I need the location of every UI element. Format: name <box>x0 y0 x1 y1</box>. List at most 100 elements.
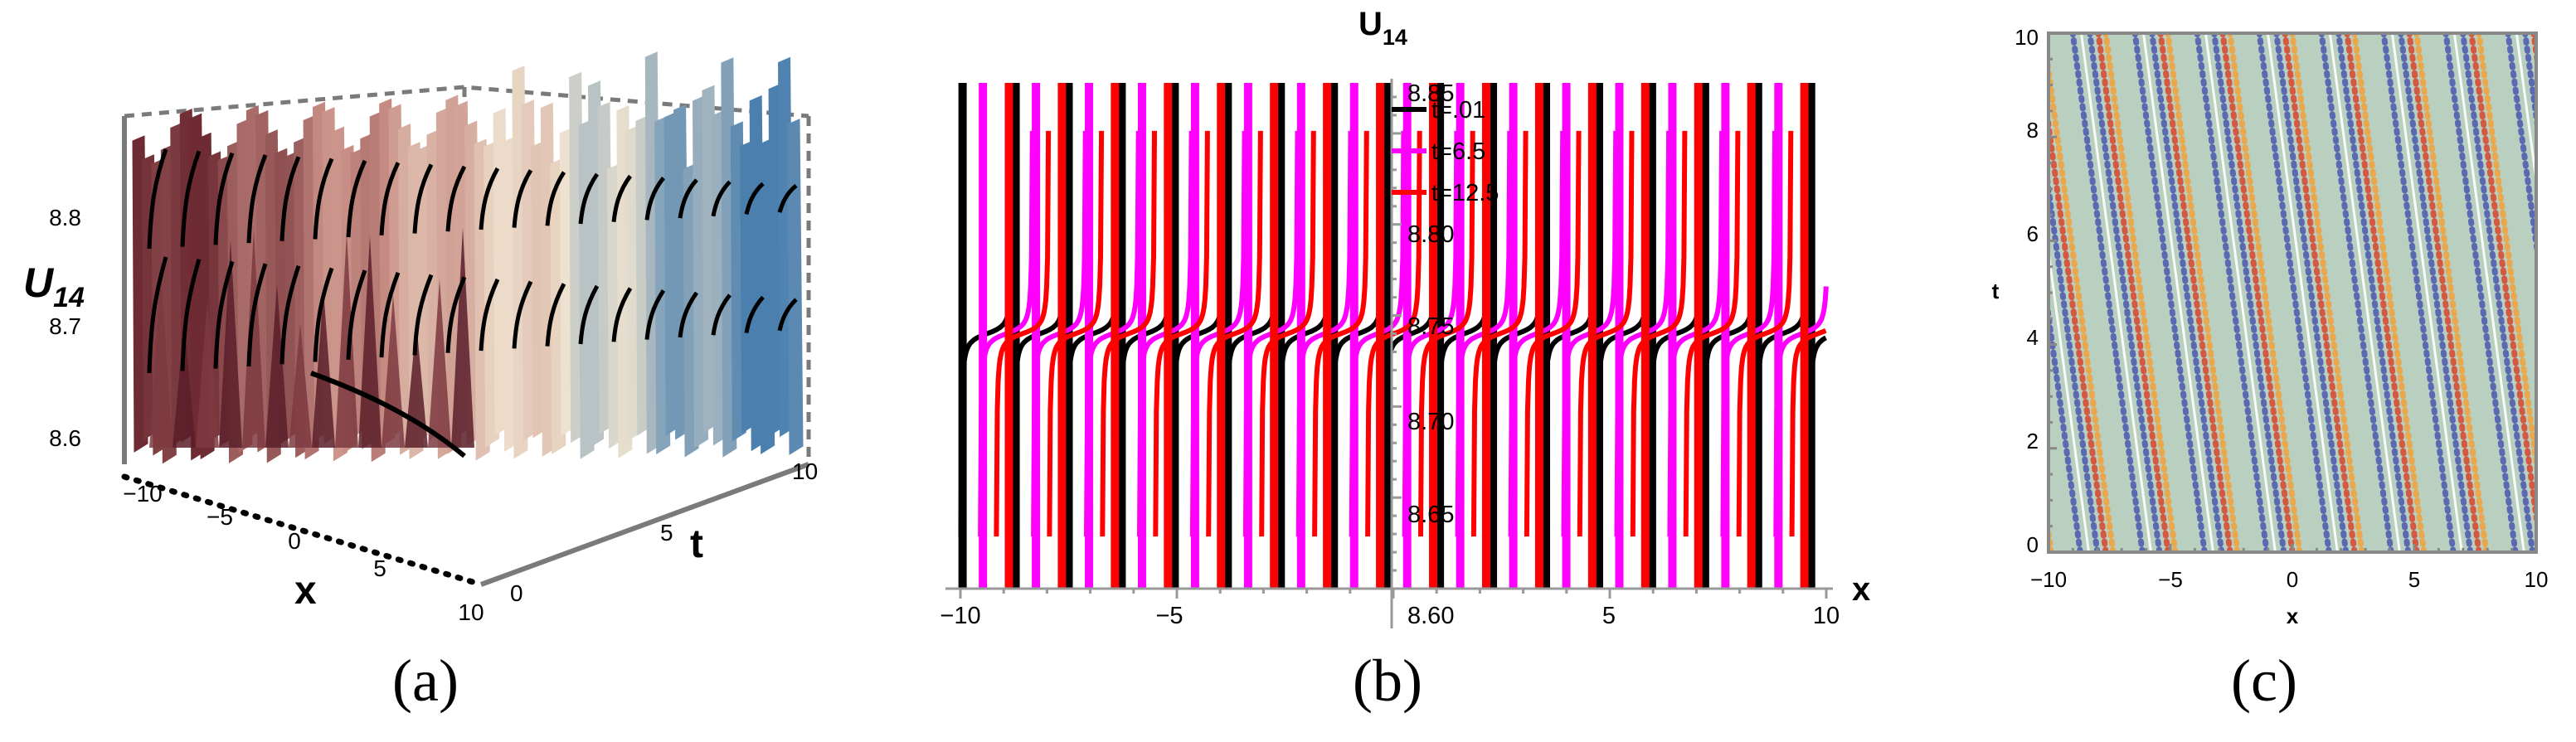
contour-curve <box>578 284 600 345</box>
x-tick-5: 5 <box>373 555 386 581</box>
stripe-dots <box>1966 33 1989 552</box>
stripe-dots <box>2149 33 2225 552</box>
contour-curve <box>246 154 268 244</box>
surface-spike <box>312 289 335 448</box>
contour-curve <box>611 287 633 342</box>
plot-background <box>2049 33 2536 552</box>
contour-curve <box>678 291 699 338</box>
contour-curve <box>279 264 301 365</box>
t-axis-label: t <box>690 522 703 566</box>
surface-stripes <box>132 51 804 464</box>
stripe-dots <box>2442 33 2519 552</box>
contour-curve <box>346 269 367 360</box>
stripe-dots <box>2335 33 2412 552</box>
panel-a-surface-plot: U14 8.8 8.7 8.6 −10 −5 0 5 10 x 0 5 10 t <box>23 51 818 625</box>
contour-curve <box>147 148 168 250</box>
stripe-line <box>2049 243 2090 552</box>
stripe-line <box>2204 33 2277 552</box>
contour-curve <box>711 180 731 217</box>
contour-curve <box>213 260 235 369</box>
stripe-dots <box>2406 33 2482 552</box>
contour-curve <box>313 158 334 240</box>
stripe-dots <box>2541 33 2563 552</box>
y-tick-6: 6 <box>2027 221 2039 246</box>
surface-spike <box>219 239 242 448</box>
y-axis-label: t <box>1992 279 2000 303</box>
stripe-dots <box>2282 33 2358 552</box>
stripe-line <box>2328 33 2401 552</box>
stripe-dots <box>2049 167 2101 552</box>
y-tick-8: 8 <box>2027 118 2039 143</box>
x-tick-5: 5 <box>1602 603 1616 629</box>
stripe-dots <box>2219 33 2296 552</box>
x-tick-neg10: −10 <box>123 481 163 507</box>
stripe-dots <box>2476 33 2536 483</box>
x-tick-0: 0 <box>288 528 301 554</box>
caption-c: (c) <box>2231 647 2297 714</box>
stripe-dots <box>2380 33 2457 552</box>
y-tick-2: 2 <box>2027 429 2039 453</box>
surface-spike <box>289 323 312 448</box>
stripe-dots <box>2095 33 2171 552</box>
stripe-line <box>2390 33 2463 552</box>
contour-curve <box>412 274 434 356</box>
y-tick-4: 4 <box>2027 325 2039 350</box>
contour-curve <box>578 172 600 225</box>
legend-item-t-6-5: t=6.5 <box>1392 138 1485 165</box>
caption-b: (b) <box>1353 647 1422 714</box>
x-tick-0: 0 <box>2287 567 2298 592</box>
contour-curve <box>412 163 434 234</box>
x-tick-neg5: −5 <box>2158 567 2183 592</box>
stripe-dots <box>2049 293 2083 552</box>
y-tick-10: 10 <box>2015 25 2039 50</box>
stripe-dots <box>2468 33 2536 538</box>
contour-curve <box>479 278 500 352</box>
surface-spike <box>149 274 173 448</box>
stripe-dots <box>1966 33 2035 552</box>
contour-curve <box>180 258 202 371</box>
stripe-dots <box>2505 33 2536 265</box>
stripe-dots <box>2049 103 2109 552</box>
stripe-dots <box>2530 33 2536 75</box>
contour-curve <box>246 263 268 367</box>
contour-curve <box>309 371 466 458</box>
x-axis-label: x <box>2287 604 2299 628</box>
line-series <box>958 83 1829 589</box>
stripe-dots <box>2157 33 2233 552</box>
stripe-dots <box>2351 33 2428 552</box>
surface-spike <box>451 227 474 448</box>
y-tick-8-80: 8.80 <box>1407 221 1454 248</box>
stripe-dots <box>2289 33 2365 552</box>
stripe-line <box>2079 33 2152 552</box>
z-tick-8-7: 8.7 <box>49 313 81 339</box>
panel-c-density-plot: 0 2 4 6 8 10 −10 −5 0 5 10 x t <box>1966 25 2563 628</box>
x-tick-10: 10 <box>458 599 484 625</box>
contour-curve <box>777 183 798 213</box>
contour-curve <box>379 162 401 235</box>
surface-spike <box>173 321 196 448</box>
contour-curve <box>711 293 731 336</box>
legend-item-t-12-5: t=12.5 <box>1392 180 1499 206</box>
stripe-line <box>2266 33 2339 552</box>
stripe-dots <box>2413 33 2490 552</box>
contour-curve <box>213 152 235 245</box>
x-tick-neg5: −5 <box>1155 603 1183 629</box>
t-tick-10: 10 <box>792 458 818 484</box>
legend-label-t-6-5: t=6.5 <box>1431 138 1485 165</box>
stripe-dots <box>2227 33 2303 552</box>
surface-spike <box>196 298 219 448</box>
x-tick-neg10: −10 <box>2030 567 2067 592</box>
contour-curve <box>346 159 367 238</box>
stripe-dots <box>2165 33 2241 552</box>
density-stripes <box>1966 33 2563 552</box>
y-tick-8-60: 8.60 <box>1407 603 1454 629</box>
x-tick-5: 5 <box>2408 567 2420 592</box>
contour-curve <box>744 295 765 333</box>
legend-label-t-01: t=.01 <box>1431 97 1485 124</box>
y-tick-0: 0 <box>2027 532 2039 557</box>
stripe-dots <box>2344 33 2420 552</box>
t-tick-5: 5 <box>660 520 673 546</box>
stripe-dots <box>2194 33 2270 552</box>
surface-spike <box>428 279 451 448</box>
contour-curve <box>611 174 633 222</box>
